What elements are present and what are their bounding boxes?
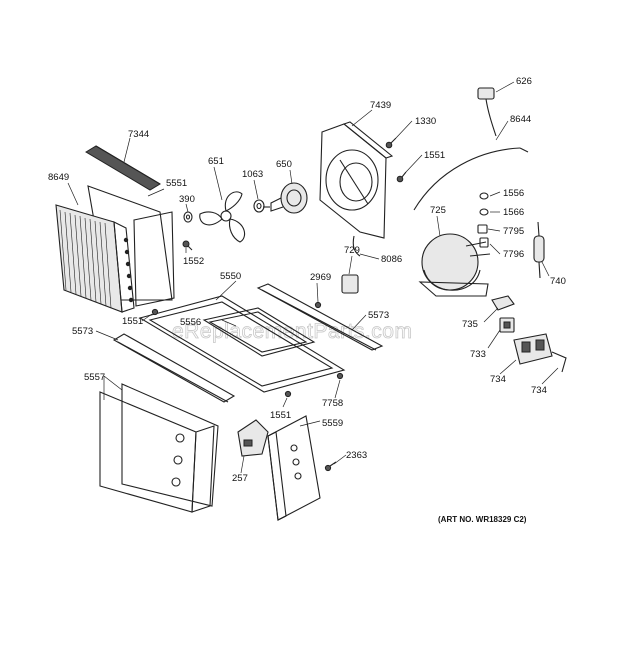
callout-725: 725 xyxy=(430,205,446,216)
fan-shroud-part xyxy=(319,121,394,239)
callout-733: 733 xyxy=(470,349,486,360)
sleeve-part xyxy=(479,237,489,248)
front-panel-part xyxy=(99,383,219,513)
relay-part xyxy=(341,274,359,294)
callout-8649: 8649 xyxy=(48,172,69,183)
screw-part xyxy=(284,390,292,398)
callout-390: 390 xyxy=(179,194,195,205)
art-number: (ART NO. WR18329 C2) xyxy=(438,515,527,524)
washer-part xyxy=(253,199,265,213)
callout-729: 729 xyxy=(344,245,360,256)
callout-7796: 7796 xyxy=(503,249,524,260)
callout-5557: 5557 xyxy=(84,372,105,383)
screw-part xyxy=(314,301,322,309)
grommet-part xyxy=(479,208,489,216)
callout-5550: 5550 xyxy=(220,271,241,282)
callout-7758: 7758 xyxy=(322,398,343,409)
base-rail-part xyxy=(256,283,384,351)
drier-part xyxy=(533,221,545,279)
callout-735: 735 xyxy=(462,319,478,330)
leader-lines xyxy=(67,81,559,474)
callout-7344: 7344 xyxy=(128,129,149,140)
callout-2969: 2969 xyxy=(310,272,331,283)
fan-blade-part xyxy=(199,191,246,243)
callout-1556: 1556 xyxy=(503,188,524,199)
screw-part xyxy=(396,171,407,183)
callout-5573-right: 5573 xyxy=(368,310,389,321)
control-box-part xyxy=(513,333,567,373)
callout-labels: 7344 8649 5551 390 1552 651 1063 650 743… xyxy=(48,76,566,484)
fan-motor-part xyxy=(263,182,308,214)
callout-8644: 8644 xyxy=(510,114,531,125)
callout-5559: 5559 xyxy=(322,418,343,429)
callout-734-right: 734 xyxy=(531,385,547,396)
side-panel-part xyxy=(267,415,321,521)
callout-1566: 1566 xyxy=(503,207,524,218)
callout-1063: 1063 xyxy=(242,169,263,180)
callout-1551-center: 1551 xyxy=(270,410,291,421)
callout-650: 650 xyxy=(276,159,292,170)
screw-part xyxy=(336,372,344,380)
base-rail-part xyxy=(112,333,236,403)
callout-1330: 1330 xyxy=(415,116,436,127)
capacitor-part xyxy=(237,419,269,457)
callout-740: 740 xyxy=(550,276,566,287)
callout-734-left: 734 xyxy=(490,374,506,385)
sensor-part xyxy=(477,87,497,137)
base-pan-part xyxy=(138,295,346,393)
callout-2363: 2363 xyxy=(346,450,367,461)
grommet-part xyxy=(183,211,193,223)
callout-1551-shroud: 1551 xyxy=(424,150,445,161)
watermark: eReplacementParts.com xyxy=(172,320,412,343)
callout-7795: 7795 xyxy=(503,226,524,237)
callout-1552: 1552 xyxy=(183,256,204,267)
screw-part xyxy=(182,240,193,251)
tubing-part xyxy=(413,147,529,211)
condenser-coil-part xyxy=(55,185,175,313)
callout-257: 257 xyxy=(232,473,248,484)
sleeve-part xyxy=(477,224,488,234)
screw-part xyxy=(385,137,397,149)
screw-part xyxy=(324,461,337,472)
callout-651: 651 xyxy=(208,156,224,167)
screw-part xyxy=(151,308,159,316)
callout-1551-coil: 1551 xyxy=(122,316,143,327)
filter-strip-part xyxy=(85,145,161,191)
thermostat-part xyxy=(499,317,515,333)
callout-5556: 5556 xyxy=(180,317,201,328)
callout-5551: 5551 xyxy=(166,178,187,189)
switch-part xyxy=(491,295,515,311)
wire-part xyxy=(352,235,361,257)
callout-7439: 7439 xyxy=(370,100,391,111)
callout-626: 626 xyxy=(516,76,532,87)
callout-8086: 8086 xyxy=(381,254,402,265)
callout-5573-left: 5573 xyxy=(72,326,93,337)
compressor-part xyxy=(418,233,491,297)
grommet-part xyxy=(479,192,489,200)
